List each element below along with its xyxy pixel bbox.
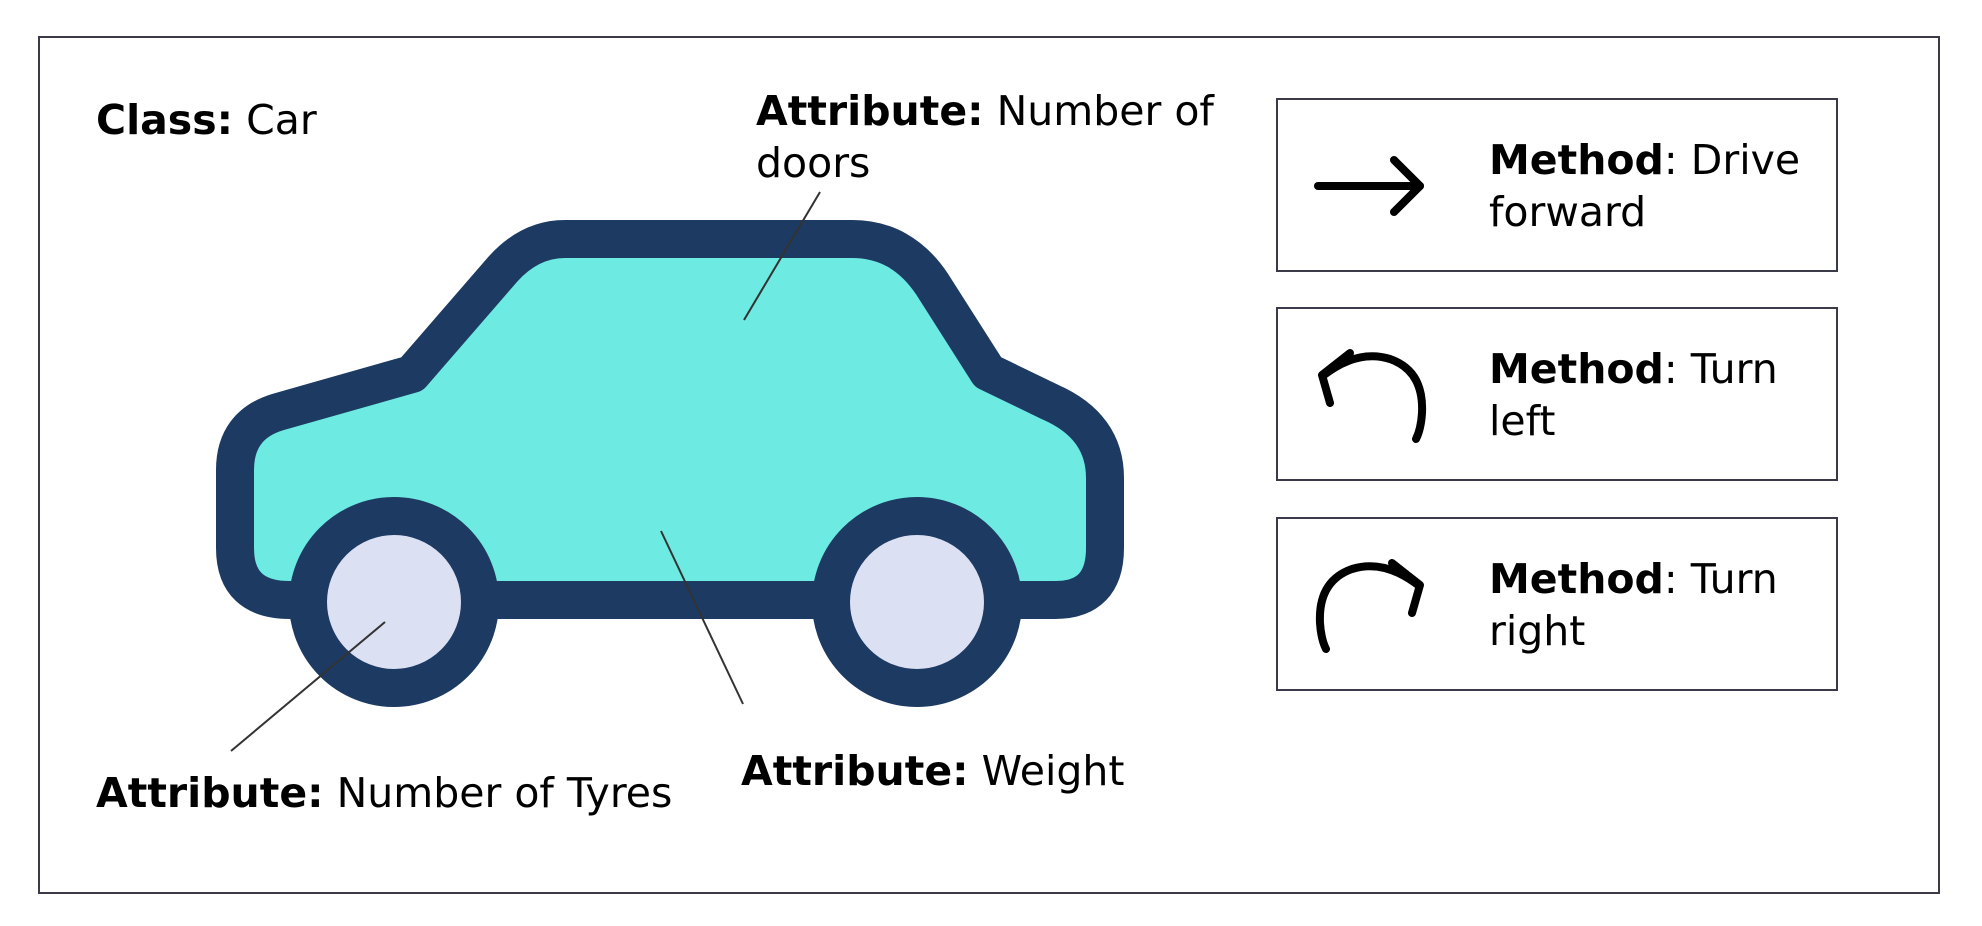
attribute-weight-label: Attribute: Weight [741, 745, 1124, 797]
attribute-weight-separator: : [952, 747, 969, 795]
attribute-tyres-key: Attribute [96, 769, 308, 817]
tyres-leader-line [230, 621, 386, 752]
attribute-tyres-separator: : [307, 769, 324, 817]
method-turn-left-box: Method: Turn left [1276, 307, 1838, 481]
method-turn-left-key: Method [1489, 345, 1664, 393]
rear-wheel [289, 497, 499, 707]
attribute-tyres-label: Attribute: Number of Tyres [96, 767, 672, 819]
attribute-tyres-value: Number of Tyres [336, 769, 673, 817]
arrow-right-icon [1314, 156, 1424, 216]
attribute-doors-separator: : [967, 87, 984, 135]
method-turn-left-value: Turn left [1489, 345, 1778, 445]
attribute-doors-key: Attribute [756, 87, 968, 135]
method-turn-left-separator: : [1663, 345, 1678, 393]
method-drive-forward-label: Method: Drive forward [1489, 134, 1819, 238]
method-drive-forward-value: Drive forward [1489, 136, 1801, 236]
diagram-frame [38, 36, 1940, 894]
method-turn-right-value: Turn right [1489, 555, 1778, 655]
attribute-doors-label: Attribute: Number of doors [756, 85, 1216, 189]
method-drive-forward-key: Method [1489, 136, 1664, 184]
weight-leader-line [660, 530, 744, 705]
method-turn-left-label: Method: Turn left [1489, 343, 1819, 447]
method-turn-right-key: Method [1489, 555, 1664, 603]
method-drive-forward-box: Method: Drive forward [1276, 98, 1838, 272]
class-separator: : [216, 96, 234, 144]
class-value: Car [246, 96, 317, 144]
doors-leader-line [743, 191, 821, 321]
turn-left-icon [1318, 349, 1427, 443]
method-turn-right-box: Method: Turn right [1276, 517, 1838, 691]
attribute-doors-value: Number of doors [756, 87, 1214, 187]
method-drive-forward-separator: : [1663, 136, 1678, 184]
turn-right-icon [1315, 559, 1424, 653]
class-label: Class: Car [96, 94, 317, 146]
method-turn-right-separator: : [1663, 555, 1678, 603]
front-wheel [812, 497, 1022, 707]
attribute-weight-value: Weight [981, 747, 1125, 795]
attribute-weight-key: Attribute [741, 747, 953, 795]
method-turn-right-label: Method: Turn right [1489, 553, 1819, 657]
class-key: Class [96, 96, 217, 144]
